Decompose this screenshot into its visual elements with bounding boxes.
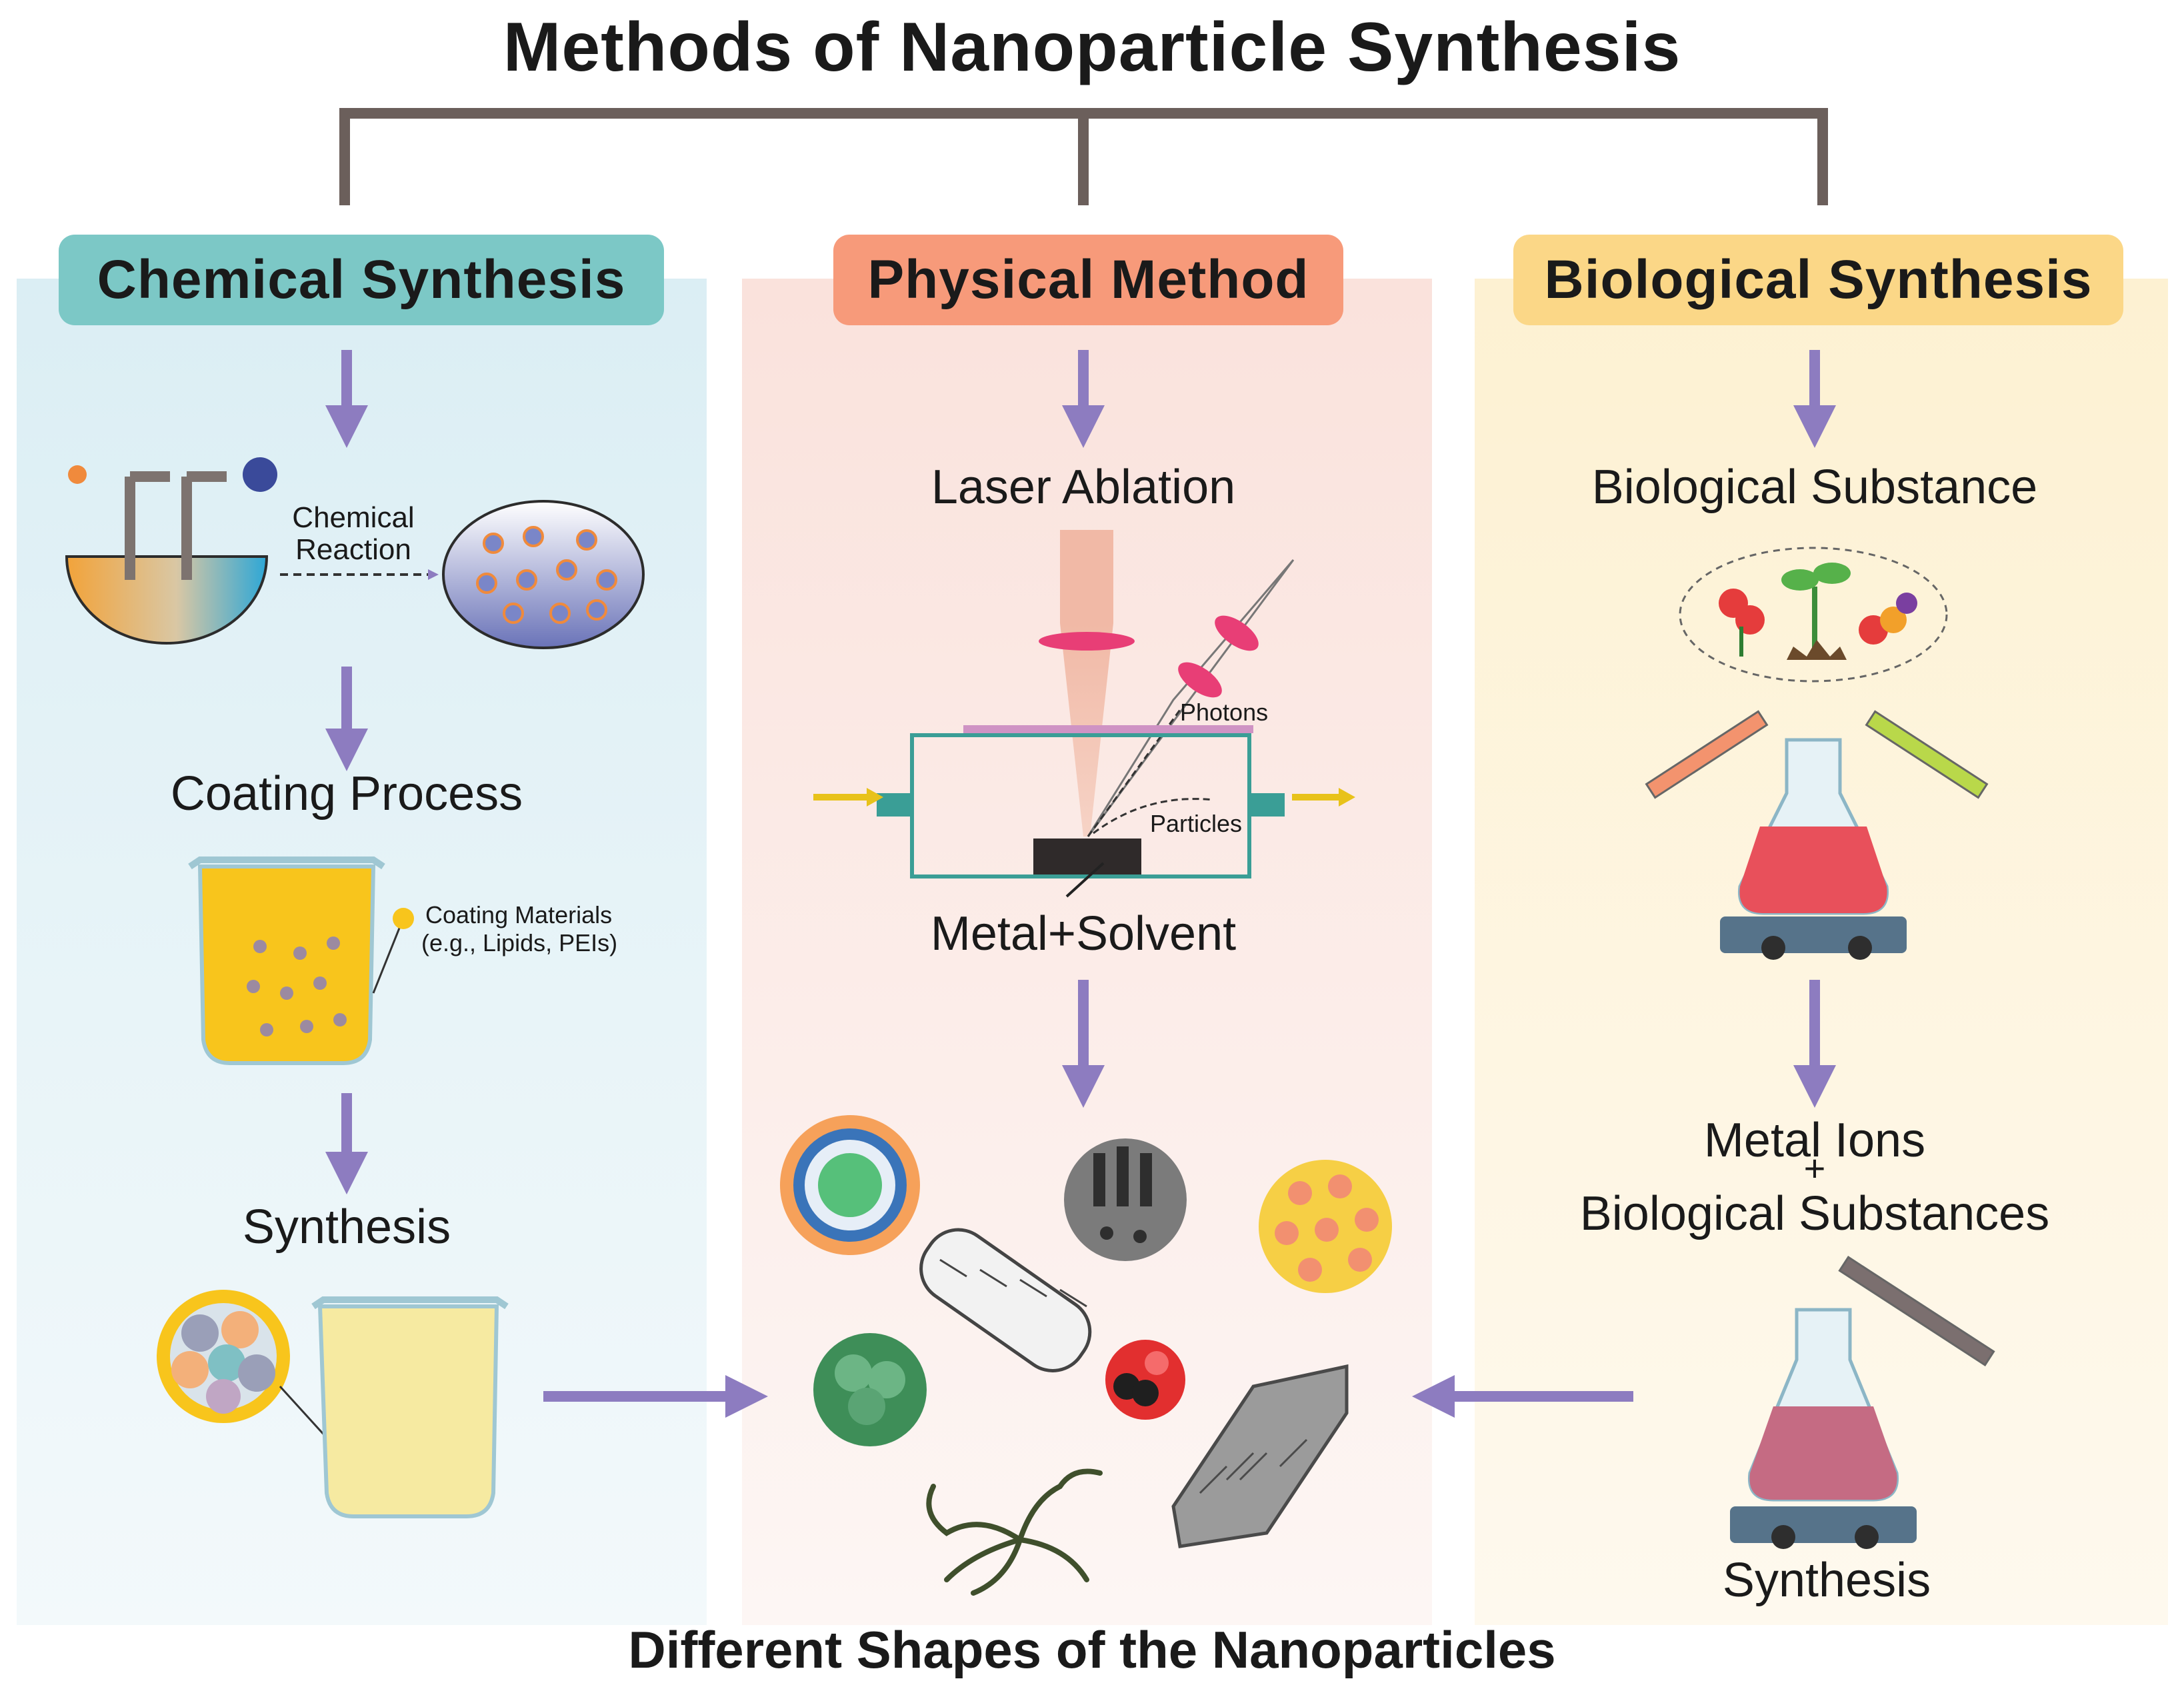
coating-process-label: Coating Process <box>170 767 523 821</box>
particle-bowl-icon <box>442 500 645 649</box>
chemical-synthesis-header: Chemical Synthesis <box>59 235 664 325</box>
main-title: Methods of Nanoparticle Synthesis <box>503 9 1681 86</box>
plus-label: + <box>1803 1147 1826 1189</box>
title-bracket <box>339 108 1828 205</box>
biological-synthesis-step-label: Synthesis <box>1722 1554 1931 1607</box>
coated-nanoparticle-icon <box>157 1290 348 1461</box>
coating-beaker-icon <box>188 856 414 1065</box>
liposome-shape <box>780 1115 920 1255</box>
metal-solvent-label: Metal+Solvent <box>930 907 1237 960</box>
biological-substance-label: Biological Substance <box>1591 461 2038 514</box>
reaction-bowl-icon <box>65 457 277 645</box>
particles-label: Particles <box>1150 810 1243 837</box>
nanoparticle-shapes-label: Different Shapes of the Nanoparticles <box>628 1620 1556 1679</box>
photons-label: Photons <box>1180 699 1269 726</box>
green-cluster-shape <box>813 1333 927 1446</box>
coating-materials-label-line1: Coating Materials <box>425 901 613 928</box>
spiky-sphere-shape <box>1259 1160 1392 1293</box>
bio-flask-icon <box>1645 710 1989 960</box>
laser-ablation-icon <box>813 530 1355 898</box>
synthesis-beaker-icon <box>311 1296 509 1518</box>
nanotube-shape <box>919 1228 1092 1372</box>
physical-method-header: Physical Method <box>833 235 1343 325</box>
laser-ablation-label: Laser Ablation <box>931 461 1236 514</box>
porous-sphere-shape <box>1064 1138 1187 1261</box>
biological-sources-icon <box>1679 547 1948 683</box>
chemical-reaction-label-line1: Chemical <box>292 501 415 534</box>
red-cluster-shape <box>1105 1340 1185 1420</box>
graphene-sheet-shape <box>1171 1364 1349 1548</box>
chemical-reaction-label-line2: Reaction <box>295 533 411 566</box>
polymer-strands-shape <box>926 1468 1103 1596</box>
bio-synthesis-flask-icon <box>1730 1256 1995 1549</box>
biological-substances-label: Biological Substances <box>1579 1187 2050 1240</box>
coating-materials-label-line2: (e.g., Lipids, PEIs) <box>421 929 618 956</box>
metal-ions-label: Metal Ions <box>1703 1114 1926 1167</box>
chemical-synthesis-step-label: Synthesis <box>242 1200 451 1254</box>
biological-synthesis-header: Biological Synthesis <box>1513 235 2123 325</box>
